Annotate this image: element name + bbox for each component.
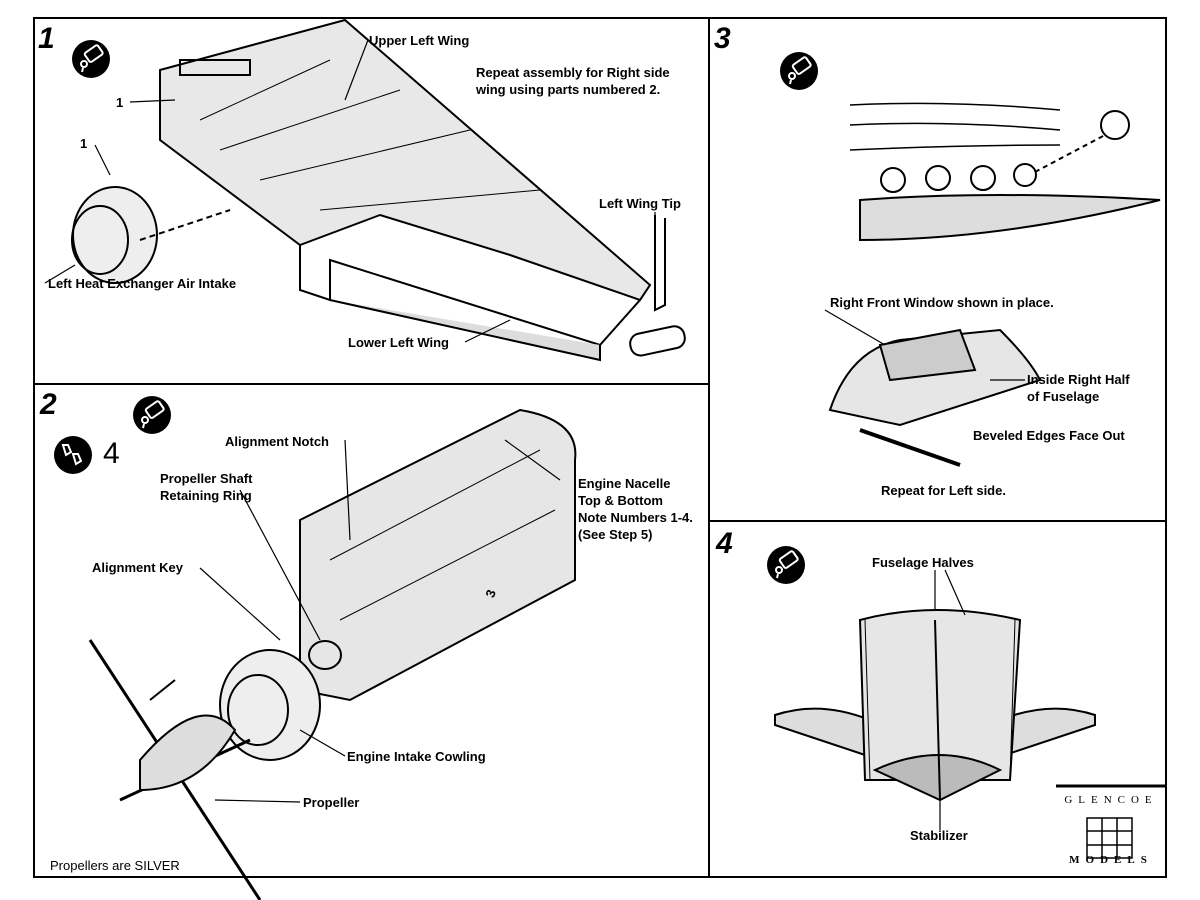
glencoe-models-logo: GLENCOE MODELS (1056, 786, 1166, 866)
label-shaft-ring: Propeller Shaft Retaining Ring (160, 470, 252, 504)
note-line: Repeat assembly for Right side (476, 65, 670, 80)
logo-top-text: GLENCOE (1064, 794, 1158, 806)
label-line: Retaining Ring (160, 488, 252, 503)
step-4-number: 4 (716, 527, 733, 560)
glue-tube-icon (780, 52, 818, 90)
part-number-1: 1 (116, 95, 124, 110)
label-line: Inside Right Half (1027, 372, 1130, 387)
label-alignment-notch: Alignment Notch (225, 434, 329, 449)
label-intake-cowling: Engine Intake Cowling (347, 749, 486, 764)
note-line: wing using parts numbered 2. (476, 82, 661, 97)
label-upper-left-wing: Upper Left Wing (369, 33, 470, 48)
label-engine-nacelle: Engine Nacelle Top & Bottom Note Numbers… (578, 475, 693, 543)
label-line: Note Numbers 1-4. (578, 510, 693, 525)
label-inside-right-half: Inside Right Half of Fuselage (1027, 371, 1130, 405)
engine-nacelle-drawing (88, 408, 577, 900)
label-front-window: Right Front Window shown in place. (830, 295, 1054, 310)
glencoe-logo-mark (1056, 784, 1166, 859)
label-line: (See Step 5) (578, 527, 653, 542)
wing-drawing (71, 18, 686, 362)
label-stabilizer: Stabilizer (910, 828, 968, 843)
note-repeat-left: Repeat for Left side. (881, 483, 1006, 498)
label-line: Propeller Shaft (160, 471, 253, 486)
label-left-wing-tip: Left Wing Tip (599, 196, 681, 211)
step-2-number: 2 (40, 388, 57, 421)
fuselage-drawing (774, 609, 1096, 802)
label-beveled-edges: Beveled Edges Face Out (973, 428, 1125, 443)
label-air-intake: Left Heat Exchanger Air Intake (48, 276, 237, 291)
note-repeat-right-wing: Repeat assembly for Right side wing usin… (476, 64, 670, 98)
glue-tube-icon (133, 396, 171, 434)
glue-tube-icon (72, 40, 110, 78)
step-3-number: 3 (714, 22, 731, 55)
step-4-panel (708, 520, 1167, 878)
label-propeller: Propeller (303, 795, 360, 810)
step-1-number: 1 (38, 22, 55, 55)
paint-drops-icon (54, 436, 92, 474)
label-line: Engine Nacelle (578, 476, 671, 491)
leader-lines (44, 39, 1025, 830)
label-line: Top & Bottom (578, 493, 663, 508)
label-alignment-key: Alignment Key (92, 560, 184, 575)
logo-bottom-text: MODELS (1069, 854, 1153, 866)
part-number-1: 1 (80, 136, 88, 151)
label-line: of Fuselage (1027, 389, 1100, 404)
label-fuselage-halves: Fuselage Halves (872, 555, 974, 570)
note-propellers-silver: Propellers are SILVER (50, 858, 180, 873)
canopy-drawing (828, 102, 1161, 467)
label-lower-left-wing: Lower Left Wing (348, 335, 449, 350)
glue-tube-icon (767, 546, 805, 584)
paint-badge-number: 4 (103, 437, 120, 470)
